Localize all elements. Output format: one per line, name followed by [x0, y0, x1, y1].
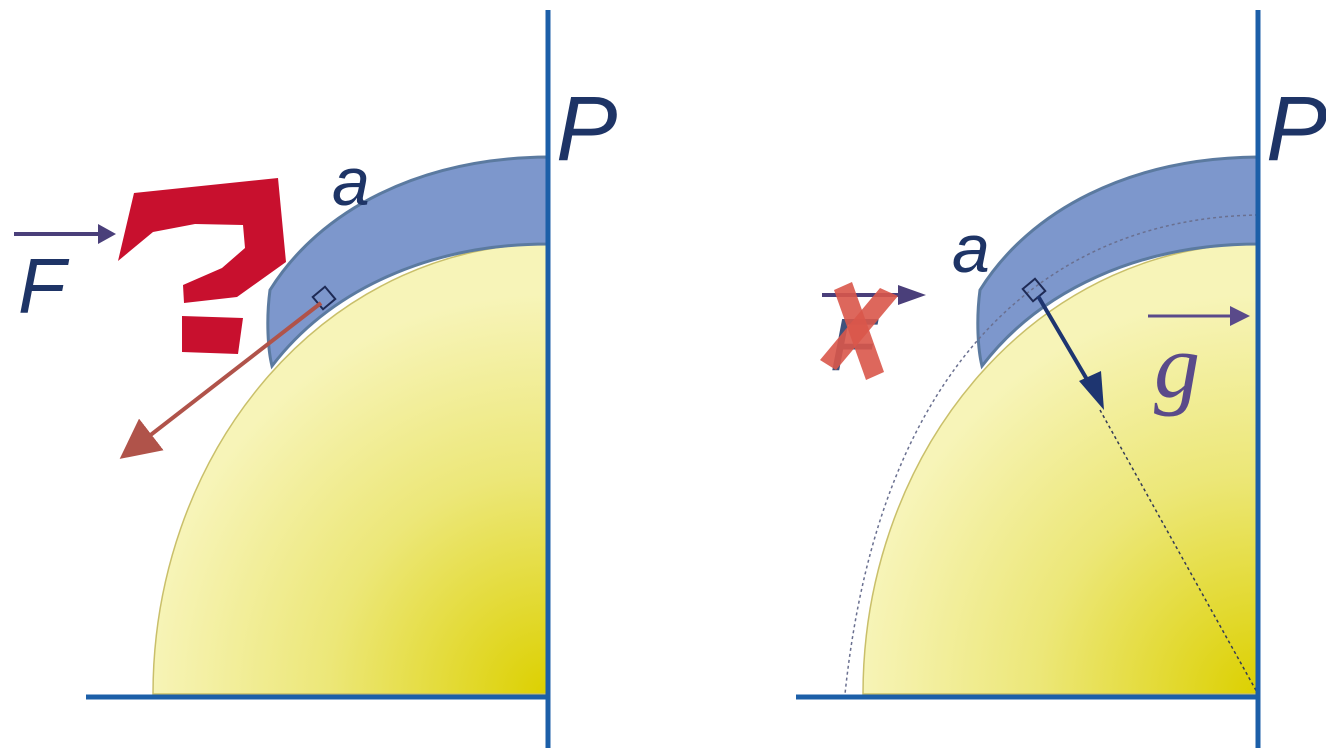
left-force-label-f: F [14, 224, 116, 330]
right-gravity-label-g: g [1148, 306, 1250, 417]
left-panel: F a P [14, 10, 617, 748]
right-panel: F g a P [796, 10, 1326, 748]
right-label-p: P [1266, 78, 1326, 180]
right-radial-dotted-line [1099, 409, 1259, 695]
left-f-text: F [18, 242, 70, 330]
right-gravity-arrow [1036, 294, 1104, 410]
left-core [152, 243, 549, 695]
right-label-a: a [952, 211, 990, 287]
right-dotted-arc [844, 214, 1259, 695]
right-core [862, 243, 1259, 695]
left-crust-region-a [266, 155, 550, 370]
left-outward-force-arrow [119, 301, 323, 459]
right-g-text: g [1154, 315, 1200, 417]
left-label-a: a [332, 144, 370, 220]
right-crossed-force-label: F [820, 282, 926, 386]
right-crust-region-a [976, 155, 1260, 370]
left-label-p: P [556, 78, 617, 180]
question-mark-icon [118, 178, 286, 354]
cross-icon [820, 282, 898, 380]
